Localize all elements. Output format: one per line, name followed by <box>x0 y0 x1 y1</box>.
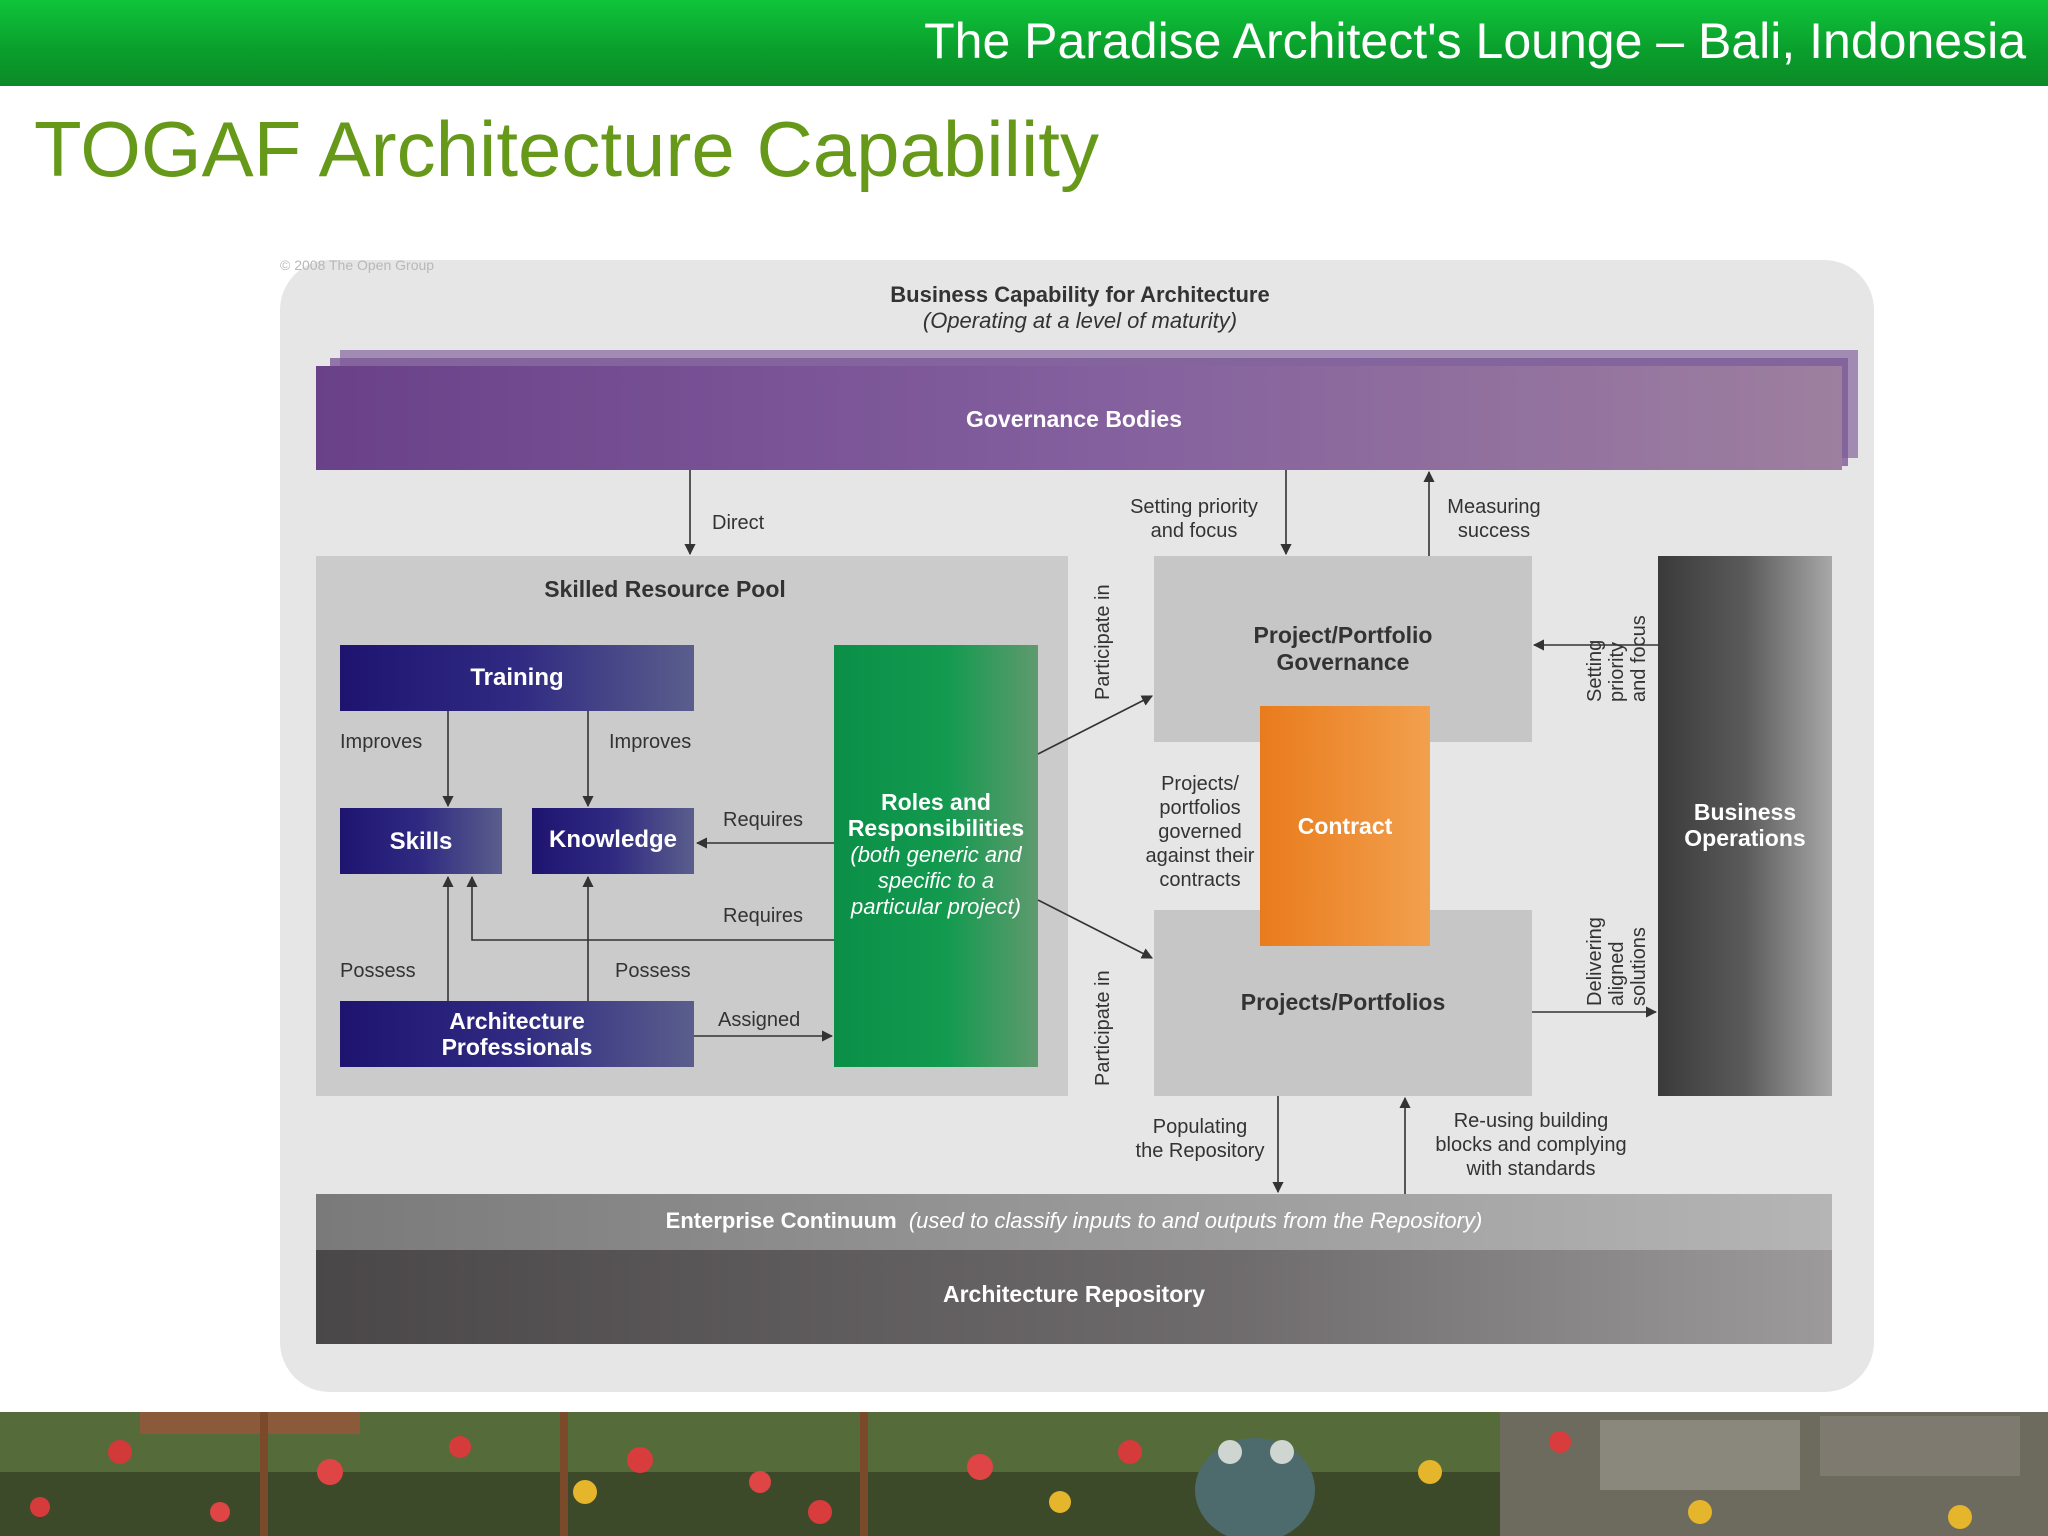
business-operations-line1: Business <box>1694 799 1796 825</box>
label-reusing-3: with standards <box>1466 1158 1596 1180</box>
label-projects-governed-1: Projects/ <box>1161 773 1239 795</box>
connector-arrows <box>442 470 1658 1194</box>
label-participate-bottom: Participate in <box>1092 970 1114 1086</box>
knowledge-label: Knowledge <box>549 826 677 853</box>
label-measuring-1: Measuring <box>1447 496 1540 518</box>
label-direct: Direct <box>712 512 765 534</box>
training-label: Training <box>470 664 563 691</box>
label-setting-priority-vertical: Setting priority and focus <box>1584 615 1650 702</box>
architecture-professionals-box <box>340 1001 694 1067</box>
arrow-participate-top <box>1037 695 1153 755</box>
label-delivering-1: Delivering <box>1584 917 1606 1006</box>
label-populating-2: the Repository <box>1136 1140 1265 1162</box>
architecture-professionals-line2: Professionals <box>442 1034 593 1060</box>
roles-italic-line1: (both generic and <box>850 842 1022 867</box>
label-setting-priority-2: and focus <box>1151 520 1238 542</box>
header-title: The Paradise Architect's Lounge – Bali, … <box>924 13 2026 69</box>
label-populating-1: Populating <box>1153 1116 1248 1138</box>
architecture-repository-box <box>316 1250 1832 1344</box>
label-assigned: Assigned <box>718 1009 800 1031</box>
roles-responsibilities-box <box>834 645 1038 1067</box>
skills-label: Skills <box>390 828 453 855</box>
architecture-repository-label: Architecture Repository <box>943 1281 1205 1307</box>
enterprise-continuum-text: Enterprise Continuum (used to classify i… <box>666 1208 1483 1233</box>
roles-title-line1: Roles and <box>881 789 991 815</box>
business-capability-title: Business Capability for Architecture <box>890 282 1269 307</box>
label-requires-knowledge: Requires <box>723 809 803 831</box>
contract-box <box>1260 706 1430 946</box>
label-projects-governed-5: contracts <box>1159 869 1240 891</box>
outer-panel <box>280 260 1874 1392</box>
roles-title-line2: Responsibilities <box>848 815 1024 841</box>
label-delivering-vertical: Delivering aligned solutions <box>1584 917 1650 1006</box>
label-projects-governed-4: against their <box>1146 845 1255 867</box>
ppg-line2: Governance <box>1277 649 1410 675</box>
governance-bodies-box <box>316 350 1858 470</box>
label-improves-right: Improves <box>609 731 691 753</box>
business-operations-line2: Operations <box>1684 825 1805 851</box>
label-delivering-2: aligned <box>1606 941 1628 1006</box>
label-spv-3: and focus <box>1628 615 1650 702</box>
skills-box <box>340 808 502 874</box>
label-delivering-3: solutions <box>1628 927 1650 1006</box>
label-spv-2: priority <box>1606 642 1628 702</box>
label-reusing-2: blocks and complying <box>1435 1134 1626 1156</box>
training-box <box>340 645 694 711</box>
roles-italic-line2: specific to a <box>878 868 994 893</box>
copyright-text: © 2008 The Open Group <box>280 257 434 273</box>
projects-portfolios-label: Projects/Portfolios <box>1241 989 1445 1015</box>
business-capability-subtitle: (Operating at a level of maturity) <box>923 308 1237 333</box>
garden-photo <box>0 1412 2048 1536</box>
arrow-requires-skills <box>466 875 834 941</box>
label-participate-top: Participate in <box>1092 584 1114 700</box>
label-requires-skills: Requires <box>723 905 803 927</box>
roles-italic-line3: particular project) <box>850 894 1021 919</box>
skilled-resource-pool-label: Skilled Resource Pool <box>544 576 786 602</box>
arrow-participate-bottom <box>1037 899 1153 959</box>
ppg-line1: Project/Portfolio <box>1254 622 1433 648</box>
enterprise-continuum-italic: (used to classify inputs to and outputs … <box>909 1208 1483 1233</box>
slide-title: TOGAF Architecture Capability <box>34 105 1099 193</box>
business-operations-box <box>1658 556 1832 1096</box>
label-possess-right: Possess <box>615 960 691 982</box>
enterprise-continuum-box <box>316 1194 1832 1250</box>
architecture-professionals-line1: Architecture <box>449 1008 584 1034</box>
label-projects-governed-3: governed <box>1158 821 1241 843</box>
label-projects-governed-2: portfolios <box>1159 797 1240 819</box>
label-measuring-2: success <box>1458 520 1530 542</box>
label-possess-left: Possess <box>340 960 416 982</box>
governance-bodies-label: Governance Bodies <box>966 406 1182 432</box>
label-spv-1: Setting <box>1584 640 1606 702</box>
header-bar <box>0 0 2048 86</box>
label-improves-left: Improves <box>340 731 422 753</box>
knowledge-box <box>532 808 694 874</box>
label-setting-priority-1: Setting priority <box>1130 496 1258 518</box>
contract-label: Contract <box>1298 813 1393 839</box>
label-reusing-1: Re-using building <box>1454 1110 1609 1132</box>
enterprise-continuum-bold: Enterprise Continuum <box>666 1208 897 1233</box>
